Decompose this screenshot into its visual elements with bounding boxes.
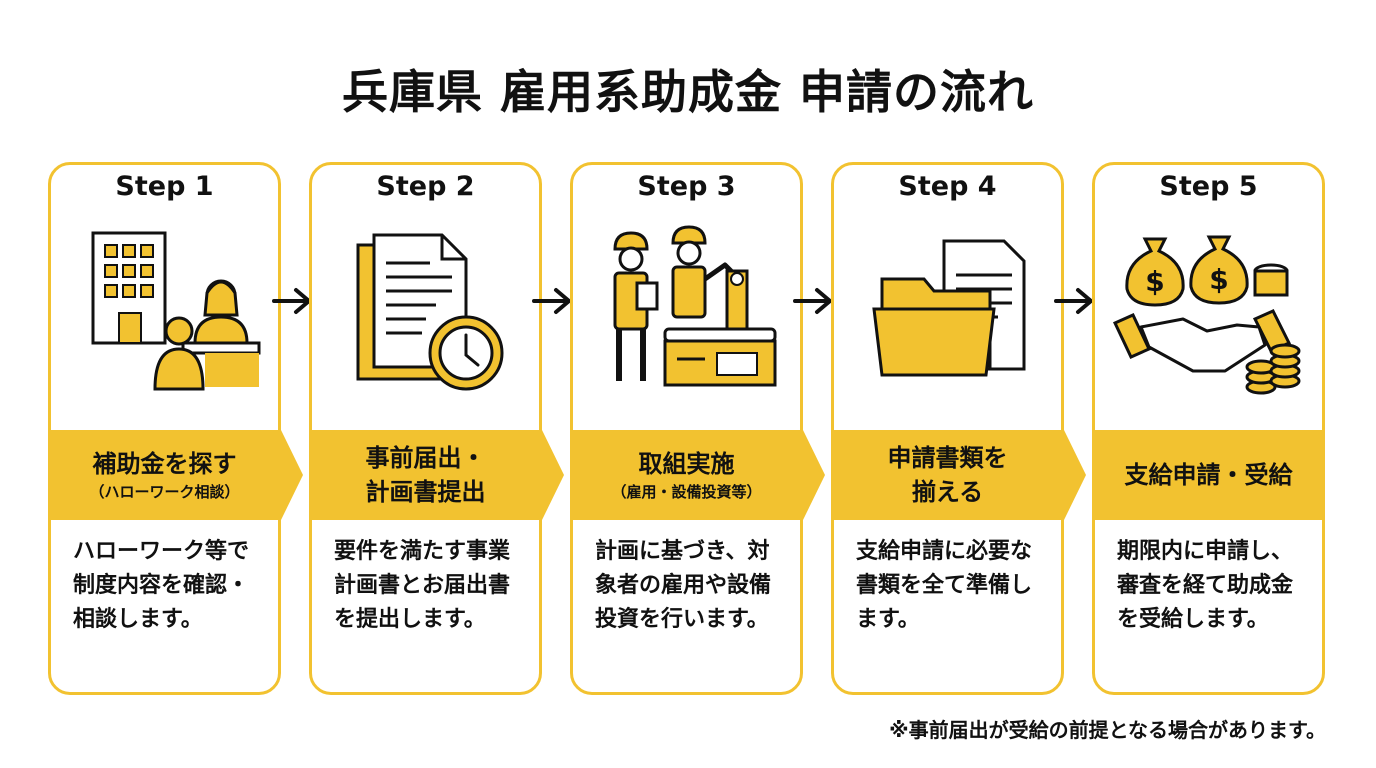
footnote: ※事前届出が受給の前提となる場合があります。 bbox=[889, 718, 1326, 742]
step-card-3: Step 3 取組実施 （雇用・設備投資等） 計画に基づき、対象者の雇用や設備投… bbox=[570, 162, 825, 695]
arrow-right-icon bbox=[793, 288, 832, 314]
step-subheading: （ハローワーク相談） bbox=[89, 483, 240, 501]
step-heading: 事前届出・ 計画書提出 bbox=[365, 444, 486, 506]
band-pointer bbox=[1064, 430, 1086, 520]
step-description: 期限内に申請し、審査を経て助成金を受給します。 bbox=[1117, 539, 1294, 632]
step-subheading: （雇用・設備投資等） bbox=[611, 483, 762, 501]
step-heading: 取組実施 bbox=[638, 450, 735, 478]
page-title: 兵庫県 雇用系助成金 申請の流れ bbox=[341, 65, 1035, 119]
step-heading: 支給申請・受給 bbox=[1124, 461, 1293, 489]
office-consultation-icon bbox=[91, 231, 261, 391]
step-band: 支給申請・受給 bbox=[1092, 430, 1325, 520]
band-pointer bbox=[803, 430, 825, 520]
step-description: ハローワーク等で制度内容を確認・相談します。 bbox=[73, 539, 250, 632]
workers-machinery-icon bbox=[613, 225, 777, 387]
step-label: Step 2 bbox=[376, 171, 475, 202]
step-card-5: Step 5 $$ 支給申請・受給 期限内に申請し、審査を経て助成金を受給します… bbox=[1092, 162, 1325, 695]
band-pointer bbox=[281, 430, 303, 520]
step-description: 計画に基づき、対象者の雇用や設備投資を行います。 bbox=[595, 539, 772, 632]
step-card-2: Step 2 事前届出・ 計画書提出 要件を満たす事業計画書とお届出書を提出しま… bbox=[309, 162, 564, 695]
step-heading: 補助金を探す bbox=[92, 450, 237, 478]
step-label: Step 5 bbox=[1159, 171, 1258, 202]
step-label: Step 4 bbox=[898, 171, 997, 202]
step-heading: 申請書類を 揃える bbox=[887, 444, 1008, 506]
arrow-right-icon bbox=[1054, 288, 1093, 314]
folder-documents-icon bbox=[872, 239, 1026, 377]
band-pointer bbox=[542, 430, 564, 520]
step-band: 事前届出・ 計画書提出 bbox=[309, 430, 542, 520]
document-clock-icon bbox=[356, 233, 504, 391]
step-label: Step 3 bbox=[637, 171, 736, 202]
step-band: 申請書類を 揃える bbox=[831, 430, 1064, 520]
step-band: 補助金を探す （ハローワーク相談） bbox=[48, 430, 281, 520]
dollar-sign-icon: $ bbox=[1145, 265, 1164, 298]
money-handshake-icon: $$ bbox=[1112, 235, 1301, 395]
step-label: Step 1 bbox=[115, 171, 214, 202]
step-description: 要件を満たす事業計画書とお届出書を提出します。 bbox=[334, 539, 511, 632]
step-card-1: Step 1 補助金を探す （ハローワーク相談） ハローワーク等で制度内容を確認… bbox=[48, 162, 303, 695]
step-card-4: Step 4 申請書類を 揃える 支給申請に必要な書類を全て準備します。 bbox=[831, 162, 1086, 695]
dollar-sign-icon: $ bbox=[1209, 263, 1228, 296]
arrow-right-icon bbox=[532, 288, 571, 314]
step-band: 取組実施 （雇用・設備投資等） bbox=[570, 430, 803, 520]
arrow-right-icon bbox=[272, 288, 311, 314]
step-description: 支給申請に必要な書類を全て準備します。 bbox=[856, 539, 1033, 632]
